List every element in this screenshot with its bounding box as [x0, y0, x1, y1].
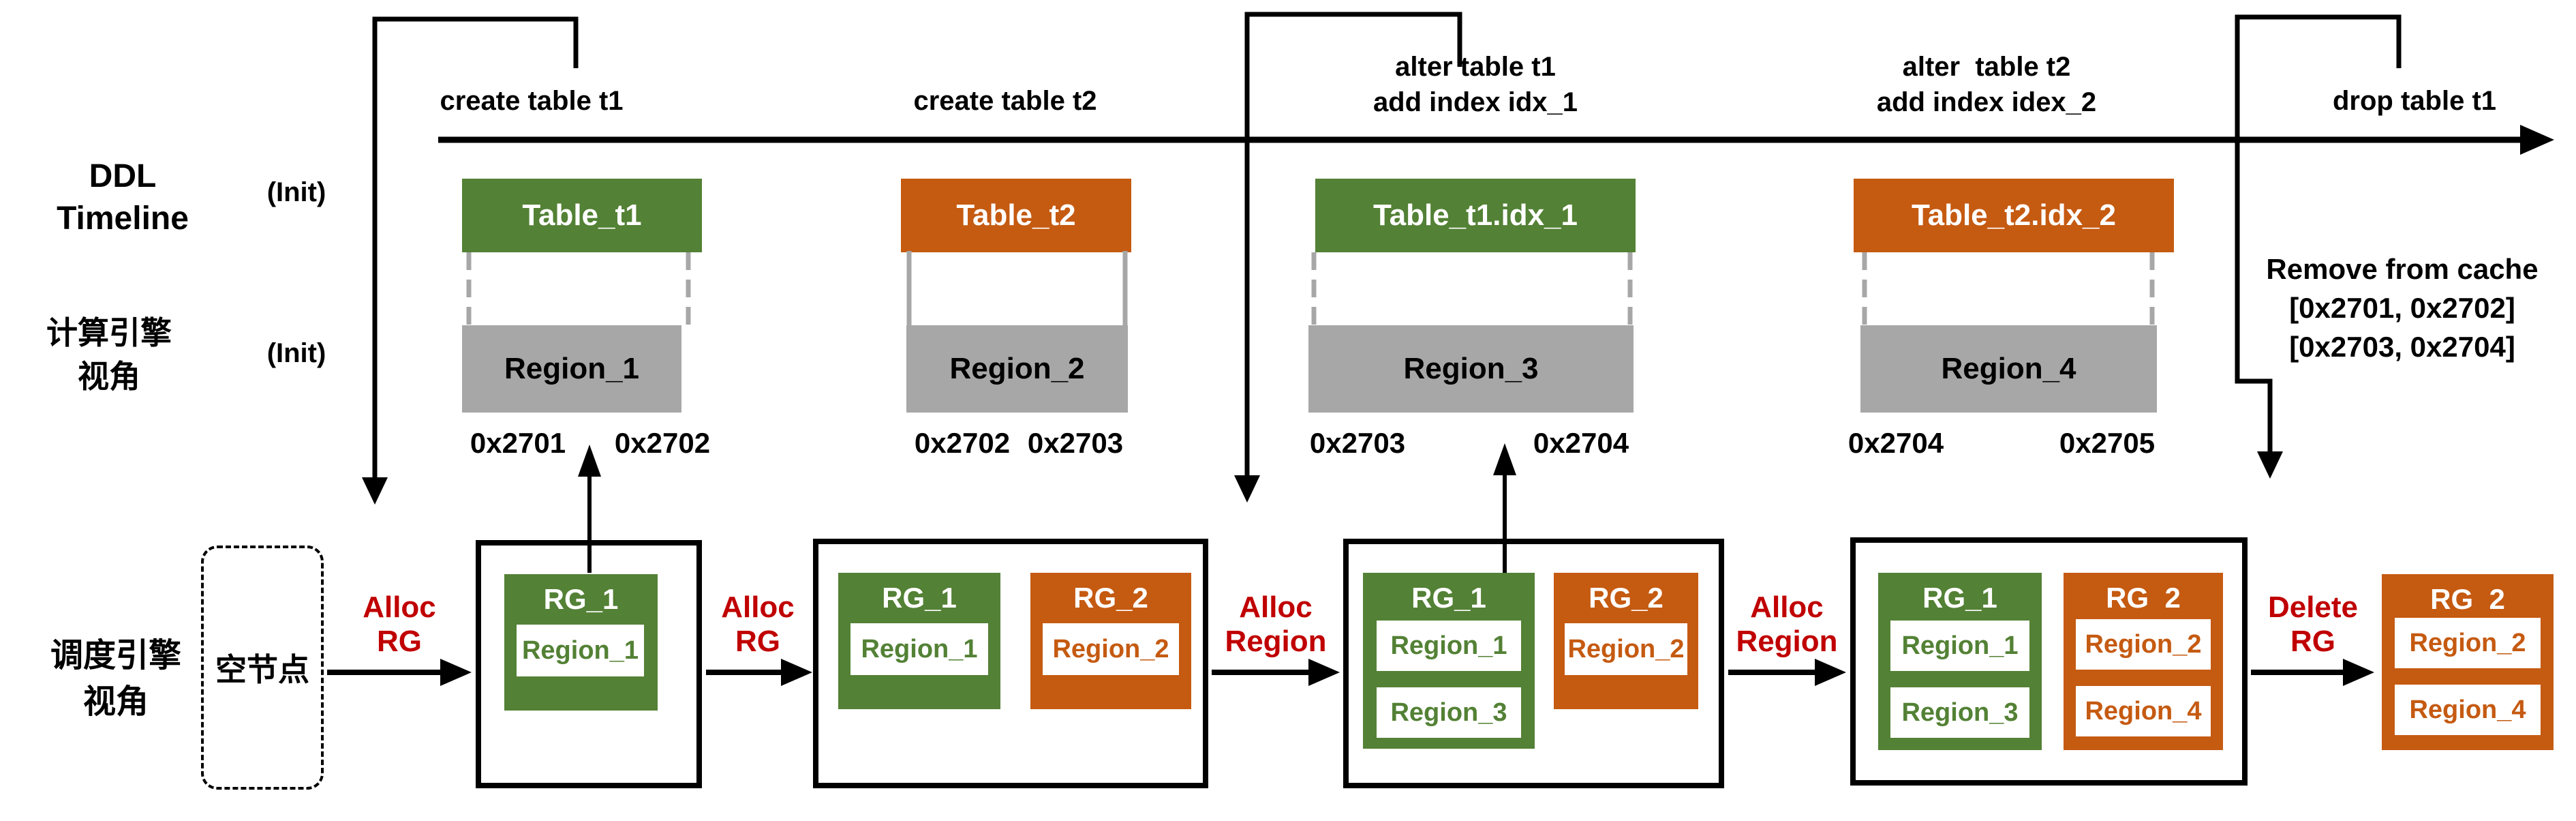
empty-node-label: 空节点	[215, 652, 309, 687]
empty-node-box: 空节点	[201, 546, 324, 790]
node3-rg2: RG_2 Region_2	[1554, 573, 1698, 709]
event-alter-t1-line2: add index idx_1	[1373, 87, 1578, 117]
table-region-link-col3	[1311, 252, 1633, 327]
step4-line1: Alloc	[1750, 591, 1824, 624]
remove-cache-line2: [0x2701, 0x2702]	[2289, 292, 2515, 324]
node3-rg2-title: RG_2	[1589, 582, 1663, 614]
table-region-link-col1	[466, 252, 691, 327]
event-alter-table-t1: alter table t1 add index idx_1	[1329, 49, 1622, 120]
node3-rg1-region3: Region_3	[1377, 687, 1521, 738]
node2-rg2-title: RG_2	[1073, 582, 1148, 614]
ddl-title-line2: Timeline	[57, 200, 189, 237]
step3-line1: Alloc	[1239, 591, 1313, 624]
node2-rg1-region1: Region_1	[850, 623, 988, 675]
scheduler-view-line2: 视角	[82, 684, 149, 720]
event-alter-t2-line2: add index idex_2	[1876, 87, 2097, 117]
node5-rg2-region2: Region_2	[2395, 618, 2541, 668]
node2-rg2: RG_2 Region_2	[1030, 573, 1191, 709]
range-label-2702a: 0x2702	[614, 427, 711, 459]
arrow-node4-to-node5	[2251, 659, 2374, 686]
step-alloc-region-2: Alloc Region	[1702, 591, 1872, 659]
node1-rg1: RG_1 Region_1	[504, 574, 658, 711]
ddl-title-line1: DDL	[89, 158, 157, 194]
step-alloc-region-1: Alloc Region	[1191, 591, 1361, 659]
event-create-table-t2: create table t2	[913, 85, 1097, 116]
node4-rg2: RG 2 Region_2 Region_4	[2064, 573, 2223, 750]
scheduler-view-line1: 调度引擎	[50, 638, 181, 674]
node1-rg1-title: RG_1	[543, 583, 619, 615]
node4-rg1-title: RG_1	[1922, 582, 1997, 614]
init-label-mid: (Init)	[266, 338, 326, 368]
step-delete-rg: Delete RG	[2228, 591, 2398, 659]
node4-rg2-region2: Region_2	[2076, 619, 2211, 670]
arrow-empty-to-node1	[327, 659, 472, 686]
event-alter-table-t2: alter table t2 add index idex_2	[1840, 49, 2133, 120]
table-box-t2: Table_t2	[901, 179, 1131, 252]
compute-engine-view-label: 计算引擎 视角	[20, 311, 198, 398]
compute-view-line1: 计算引擎	[46, 315, 172, 350]
table-region-link-col2	[906, 251, 1128, 327]
node4-rg1-region1: Region_1	[1890, 621, 2029, 671]
range-label-2702b: 0x2702	[914, 427, 1011, 459]
table-box-t2-idx2: Table_t2.idx_2	[1854, 179, 2174, 252]
remove-from-cache-note: Remove from cache [0x2701, 0x2702] [0x27…	[2242, 250, 2562, 366]
range-label-2705: 0x2705	[2059, 427, 2156, 459]
node2-rg1: RG_1 Region_1	[838, 573, 1000, 709]
table-box-t1-idx1: Table_t1.idx_1	[1315, 179, 1636, 252]
step2-line2: RG	[735, 625, 780, 658]
step5-line1: Delete	[2267, 591, 2359, 624]
region-box-2: Region_2	[906, 325, 1128, 413]
init-label-top: (Init)	[266, 177, 326, 207]
arrow-node1-to-node2	[706, 659, 812, 686]
node2-rg1-title: RG_1	[882, 582, 957, 614]
range-label-2704b: 0x2704	[1847, 427, 1944, 459]
node5-rg2: RG 2 Region_2 Region_4	[2382, 574, 2554, 750]
node5-rg2-title: RG 2	[2430, 583, 2505, 615]
step-alloc-rg-1: Alloc RG	[314, 591, 485, 659]
node4-rg2-region4: Region_4	[2076, 686, 2211, 736]
arrow-node3-to-node4	[1728, 659, 1846, 686]
remove-cache-line3: [0x2703, 0x2704]	[2289, 331, 2515, 363]
step1-line1: Alloc	[363, 591, 436, 624]
step1-line2: RG	[377, 625, 422, 658]
node3-rg1-title: RG_1	[1411, 582, 1486, 614]
compute-view-line2: 视角	[78, 359, 140, 394]
range-label-2703a: 0x2703	[1027, 427, 1124, 459]
event-create-table-t1: create table t1	[440, 85, 624, 116]
range-label-2701: 0x2701	[470, 427, 566, 459]
step5-line2: RG	[2290, 625, 2335, 658]
step-alloc-rg-2: Alloc RG	[673, 591, 843, 659]
event-drop-table-t1: drop table t1	[2332, 85, 2497, 116]
scheduler-view-label: 调度引擎 视角	[27, 633, 204, 726]
region-box-3: Region_3	[1308, 325, 1634, 413]
node3-rg2-region2: Region_2	[1565, 623, 1687, 675]
node5-rg2-region4: Region_4	[2395, 685, 2541, 735]
table-region-link-col4	[1862, 252, 2155, 327]
step2-line1: Alloc	[721, 591, 795, 624]
region-box-1: Region_1	[462, 325, 681, 413]
step4-line2: Region	[1736, 625, 1838, 658]
step3-line2: Region	[1225, 625, 1327, 658]
table-box-t1: Table_t1	[462, 179, 702, 252]
region-box-4: Region_4	[1860, 325, 2157, 413]
event-alter-t1-line1: alter table t1	[1395, 52, 1556, 82]
node2-rg2-region2: Region_2	[1043, 623, 1179, 675]
node4-rg2-title: RG 2	[2106, 582, 2181, 614]
event-alter-t2-line1: alter table t2	[1902, 52, 2071, 82]
node1-rg1-region1: Region_1	[517, 625, 644, 676]
range-label-2703b: 0x2703	[1309, 427, 1406, 459]
arrow-node2-to-node3	[1212, 659, 1340, 686]
node4-rg1-region3: Region_3	[1890, 687, 2029, 738]
node3-rg1: RG_1 Region_1 Region_3	[1363, 573, 1535, 749]
timeline-arrow	[438, 125, 2554, 155]
range-label-2704a: 0x2704	[1533, 427, 1629, 459]
node4-rg1: RG_1 Region_1 Region_3	[1878, 573, 2042, 750]
remove-cache-line1: Remove from cache	[2266, 253, 2539, 285]
node3-rg1-region1: Region_1	[1377, 621, 1521, 671]
ddl-timeline-title: DDL Timeline	[27, 155, 218, 240]
